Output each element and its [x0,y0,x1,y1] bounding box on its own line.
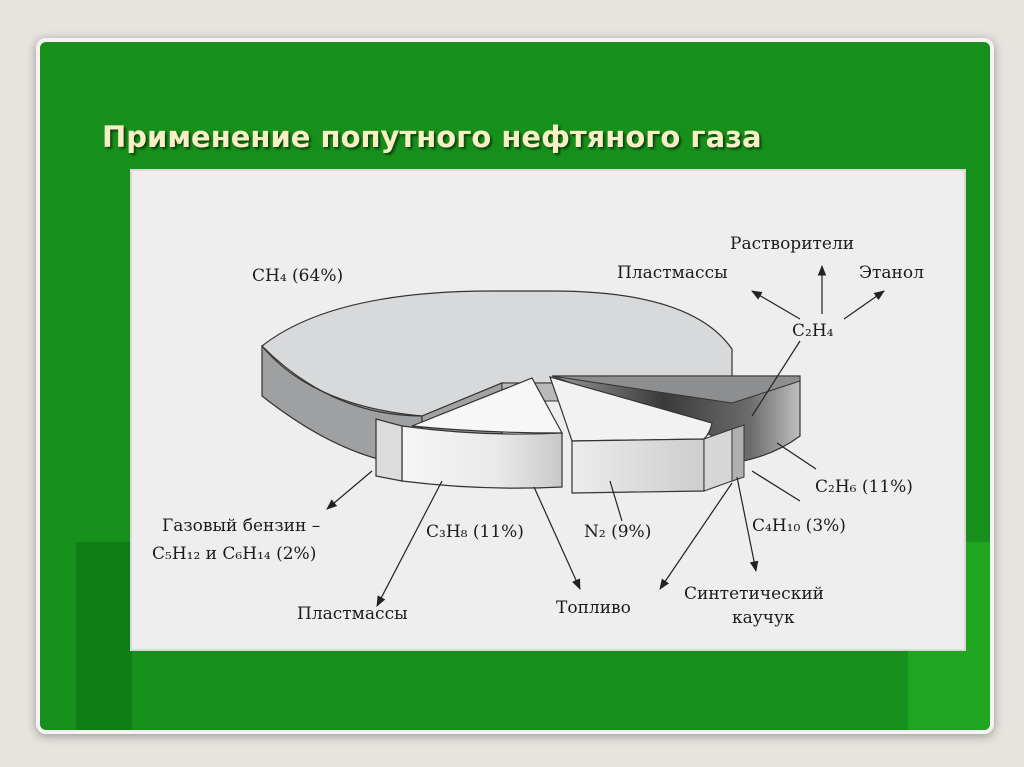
slice-gasoline [375,418,403,482]
pie-chart: CH₄ (64%) C₂H₄ Пластмассы Растворители Э… [152,234,924,628]
label-c2h4-plastics: Пластмассы [617,263,728,283]
label-c3h8: C₃H₈ (11%) [426,522,524,542]
slide: Применение попутного нефтяного газа [36,38,994,734]
label-rubber-line1: Синтетический [684,584,824,604]
label-c4h10: C₄H₁₀ (3%) [752,516,846,536]
slide-title: Применение попутного нефтяного газа [102,120,762,154]
label-gasoline-line2: C₅H₁₂ и C₆H₁₄ (2%) [152,544,316,564]
slide-decor-band [76,542,132,730]
label-plastics: Пластмассы [297,604,408,624]
label-rubber-line2: каучук [732,608,795,628]
label-c2h4-solvents: Растворители [730,234,854,254]
label-gasoline-line1: Газовый бензин – [162,516,320,536]
slice-c3h8 [401,377,564,489]
slice-n2 [549,376,733,494]
slice-c4h10 [731,424,745,482]
label-c2h6: C₂H₆ (11%) [815,477,913,497]
label-n2: N₂ (9%) [584,522,651,542]
annotation-arrows [326,264,885,607]
label-c2h4-ethanol: Этанол [859,263,924,283]
label-fuel: Топливо [556,598,631,618]
label-c2h4: C₂H₄ [792,321,834,341]
pie-chart-panel: CH₄ (64%) C₂H₄ Пластмассы Растворители Э… [130,169,966,651]
label-ch4: CH₄ (64%) [252,266,343,286]
